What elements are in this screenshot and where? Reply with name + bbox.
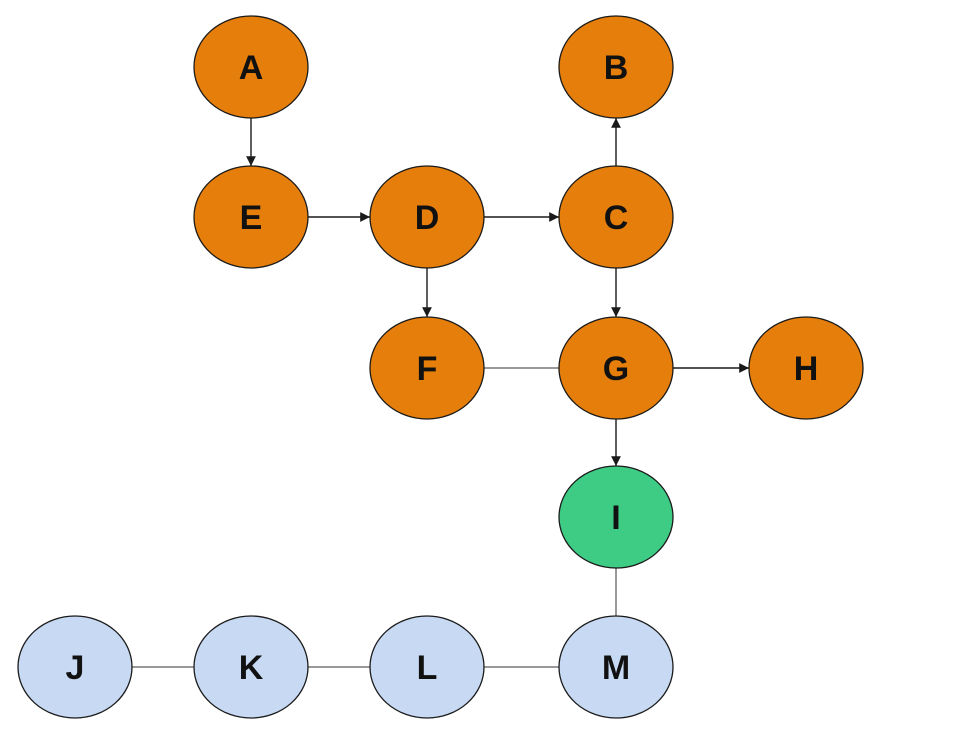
node-m-circle [558, 615, 674, 719]
node-j-circle [17, 615, 133, 719]
node-h: H [748, 316, 864, 420]
node-f: F [369, 316, 485, 420]
node-i: I [558, 465, 674, 569]
node-i-circle [558, 465, 674, 569]
node-d: D [369, 165, 485, 269]
node-b: B [558, 15, 674, 119]
node-c: C [558, 165, 674, 269]
node-b-label: B [604, 49, 629, 87]
node-f-circle [369, 316, 485, 420]
edges-layer [132, 118, 749, 668]
node-a-label: A [239, 49, 264, 87]
node-l-label: L [417, 649, 438, 687]
node-e: E [193, 165, 309, 269]
node-c-label: C [604, 199, 629, 237]
node-h-label: H [794, 350, 819, 388]
node-h-circle [748, 316, 864, 420]
node-k-label: K [239, 649, 264, 687]
node-j: J [17, 615, 133, 719]
node-d-circle [369, 165, 485, 269]
node-i-label: I [611, 499, 620, 537]
node-m: M [558, 615, 674, 719]
node-a-circle [193, 15, 309, 119]
node-k: K [193, 615, 309, 719]
node-g-label: G [603, 350, 629, 388]
node-k-circle [193, 615, 309, 719]
node-g-circle [558, 316, 674, 420]
node-d-label: D [415, 199, 440, 237]
node-c-circle [558, 165, 674, 269]
node-j-label: J [66, 649, 85, 687]
node-m-label: M [602, 649, 630, 687]
node-e-circle [193, 165, 309, 269]
node-e-label: E [240, 199, 263, 237]
node-g: G [558, 316, 674, 420]
nodes-layer: A B C D E F G H I J K L M [17, 15, 864, 719]
node-b-circle [558, 15, 674, 119]
node-l-circle [369, 615, 485, 719]
node-l: L [369, 615, 485, 719]
node-f-label: F [417, 350, 438, 388]
node-a: A [193, 15, 309, 119]
